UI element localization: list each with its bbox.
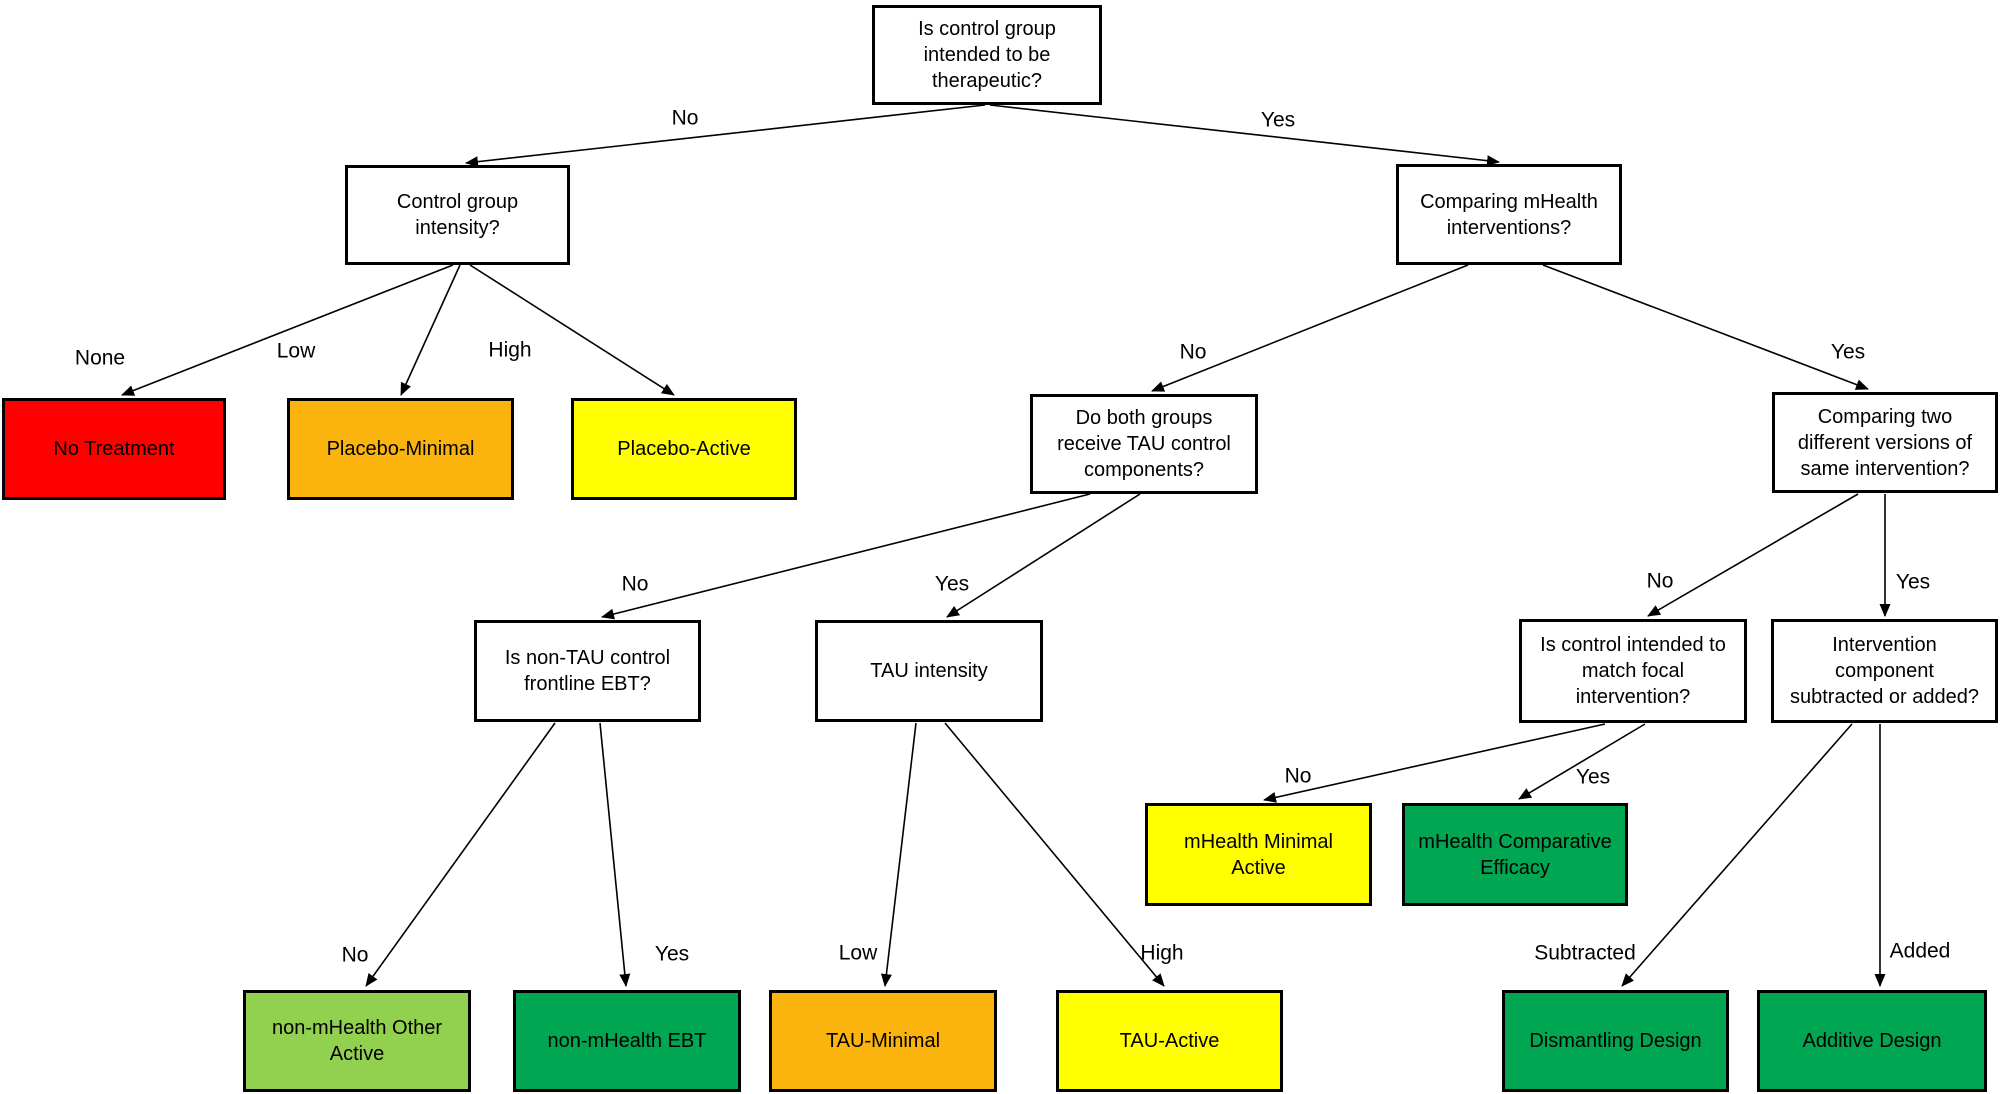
- edge-root-yes: [989, 104, 1500, 167]
- edge-label-match-no: No: [1284, 764, 1312, 788]
- node-placebo-minimal-label: Placebo-Minimal: [326, 438, 475, 460]
- node-additive-design: Additive Design: [1757, 990, 1987, 1092]
- node-comparing-versions-label: Comparing two different versions of same…: [1797, 405, 1973, 480]
- edge-label-match-yes: Yes: [1575, 765, 1611, 789]
- node-additive-design-label: Additive Design: [1802, 1030, 1942, 1052]
- node-mhealth-comparative-efficacy: mHealth Comparative Efficacy: [1402, 803, 1628, 906]
- edge-label-tauint-high: High: [1140, 941, 1184, 965]
- edge-label-intensity-low: Low: [276, 339, 316, 363]
- node-tau-intensity: TAU intensity: [815, 620, 1043, 722]
- node-root-question: Is control group intended to be therapeu…: [872, 5, 1102, 105]
- edge-label-tau-no: No: [621, 572, 649, 596]
- edge-component-subtracted: [1621, 723, 1853, 987]
- node-control-intensity-label: Control group intensity?: [396, 191, 519, 239]
- node-tau-components-label: Do both groups receive TAU control compo…: [1057, 407, 1231, 481]
- node-comparing-mhealth-label: Comparing mHealth interventions?: [1420, 190, 1598, 239]
- node-tau-active: TAU-Active: [1056, 990, 1283, 1092]
- node-non-mhealth-other-active-label: non-mHealth Other Active: [271, 1017, 443, 1065]
- edge-versions-no: [1647, 493, 1859, 617]
- edge-match-no: [1263, 723, 1606, 803]
- node-control-match: Is control intended to match focal inter…: [1519, 619, 1747, 723]
- edge-tau-yes: [946, 493, 1141, 618]
- edge-label-component-subtracted: Subtracted: [1534, 941, 1636, 965]
- node-mhealth-minimal-active-label: mHealth Minimal Active: [1184, 830, 1333, 879]
- node-tau-minimal: TAU-Minimal: [769, 990, 997, 1092]
- edge-label-ebt-no: No: [341, 943, 369, 967]
- node-non-tau-ebt: Is non-TAU control frontline EBT?: [474, 620, 701, 722]
- node-mhealth-comparative-efficacy-label: mHealth Comparative Efficacy: [1418, 830, 1612, 879]
- node-tau-intensity-label: TAU intensity: [870, 660, 988, 682]
- node-tau-active-label: TAU-Active: [1119, 1030, 1220, 1052]
- node-dismantling-design-label: Dismantling Design: [1529, 1030, 1702, 1052]
- edge-intensity-high: [469, 264, 675, 396]
- edge-intensity-none: [121, 264, 454, 396]
- edge-label-intensity-none: None: [74, 346, 126, 370]
- edge-label-comparing-yes: Yes: [1830, 340, 1866, 364]
- node-placebo-active-label: Placebo-Active: [617, 438, 751, 460]
- node-control-intensity: Control group intensity?: [345, 165, 570, 265]
- edge-comparing-yes: [1542, 264, 1869, 390]
- node-no-treatment-label: No Treatment: [53, 438, 175, 460]
- edge-label-root-no: No: [671, 106, 699, 130]
- edge-tauint-low: [880, 722, 917, 987]
- node-comparing-mhealth: Comparing mHealth interventions?: [1396, 164, 1622, 265]
- node-component-sub-add-label: Intervention component subtracted or add…: [1789, 634, 1980, 708]
- edge-ebt-yes: [599, 722, 631, 987]
- node-placebo-active: Placebo-Active: [571, 398, 797, 500]
- edge-label-comparing-no: No: [1179, 340, 1207, 364]
- edge-root-no: [465, 104, 986, 168]
- edge-label-versions-yes: Yes: [1895, 570, 1931, 594]
- node-control-match-label: Is control intended to match focal inter…: [1540, 634, 1726, 708]
- edge-comparing-no: [1151, 264, 1469, 392]
- edge-label-tau-yes: Yes: [934, 572, 970, 596]
- node-placebo-minimal: Placebo-Minimal: [287, 398, 514, 500]
- edge-label-ebt-yes: Yes: [654, 942, 690, 966]
- node-non-mhealth-ebt-label: non-mHealth EBT: [547, 1030, 707, 1052]
- edge-label-component-added: Added: [1889, 939, 1951, 963]
- edge-tauint-high: [944, 722, 1165, 987]
- node-comparing-versions: Comparing two different versions of same…: [1772, 392, 1998, 493]
- node-component-sub-add: Intervention component subtracted or add…: [1771, 619, 1998, 723]
- node-tau-components: Do both groups receive TAU control compo…: [1030, 394, 1258, 494]
- node-dismantling-design: Dismantling Design: [1502, 990, 1729, 1092]
- node-non-tau-ebt-label: Is non-TAU control frontline EBT?: [504, 647, 671, 695]
- node-no-treatment: No Treatment: [2, 398, 226, 500]
- node-root-label: Is control group intended to be therapeu…: [918, 18, 1056, 92]
- edge-ebt-no: [365, 722, 556, 987]
- edge-label-versions-no: No: [1646, 569, 1674, 593]
- node-mhealth-minimal-active: mHealth Minimal Active: [1145, 803, 1372, 906]
- edge-label-tauint-low: Low: [838, 941, 878, 965]
- edge-label-intensity-high: High: [488, 338, 532, 362]
- edge-intensity-low: [400, 264, 461, 396]
- edge-label-root-yes: Yes: [1260, 108, 1296, 132]
- edge-tau-no: [601, 493, 1091, 620]
- node-non-mhealth-ebt: non-mHealth EBT: [513, 990, 741, 1092]
- node-tau-minimal-label: TAU-Minimal: [825, 1030, 941, 1052]
- node-non-mhealth-other-active: non-mHealth Other Active: [243, 990, 471, 1092]
